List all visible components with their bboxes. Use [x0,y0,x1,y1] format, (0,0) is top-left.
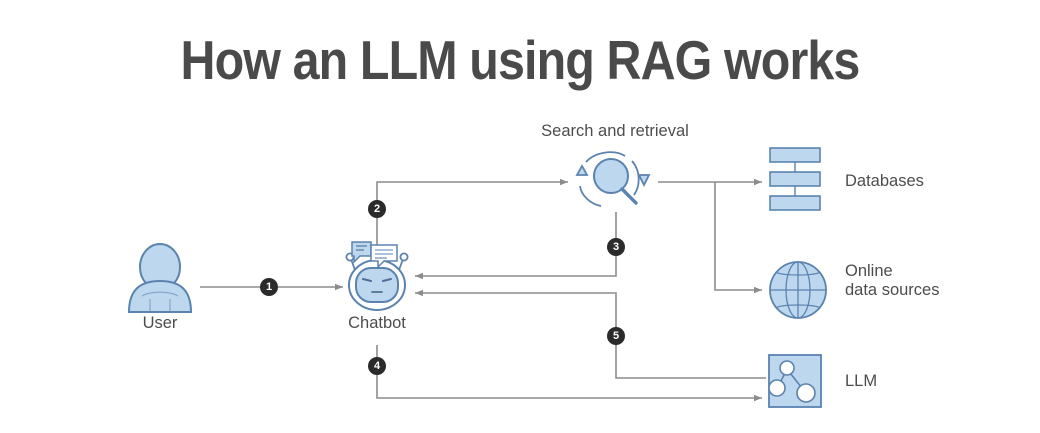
neural-network-icon [768,354,822,408]
connector-chatbot-to-llm [376,345,762,402]
connector-search-to-online [714,182,762,294]
node-label-chatbot: Chatbot [348,314,406,332]
node-label-online-line2: data sources [845,281,940,299]
search-refresh-icon [575,151,651,207]
connector-search-to-chatbot [415,212,617,280]
step-badge-5: 5 [607,327,625,345]
node-label-databases: Databases [845,172,924,190]
connector-llm-to-chatbot [415,289,766,379]
node-label-user: User [142,314,178,332]
connector-group [200,178,766,402]
node-label-online-line1: Online [845,262,893,280]
step-badge-4: 4 [368,357,386,375]
node-label-llm: LLM [845,372,878,390]
node-label-search: Search and retrieval [541,122,689,140]
globe-icon [769,261,827,319]
connector-chatbot-to-search [376,178,568,252]
database-stack-icon [769,147,821,211]
step-badge-3: 3 [607,238,625,256]
step-badge-2: 2 [368,200,386,218]
speech-bubbles-icon [351,241,398,269]
page-title: How an LLM using RAG works [180,29,861,91]
chatbot-icon [345,241,409,311]
node-label-online-data-sources: Online data sources [845,262,939,300]
user-icon [127,243,193,313]
step-badge-1: 1 [260,278,278,296]
